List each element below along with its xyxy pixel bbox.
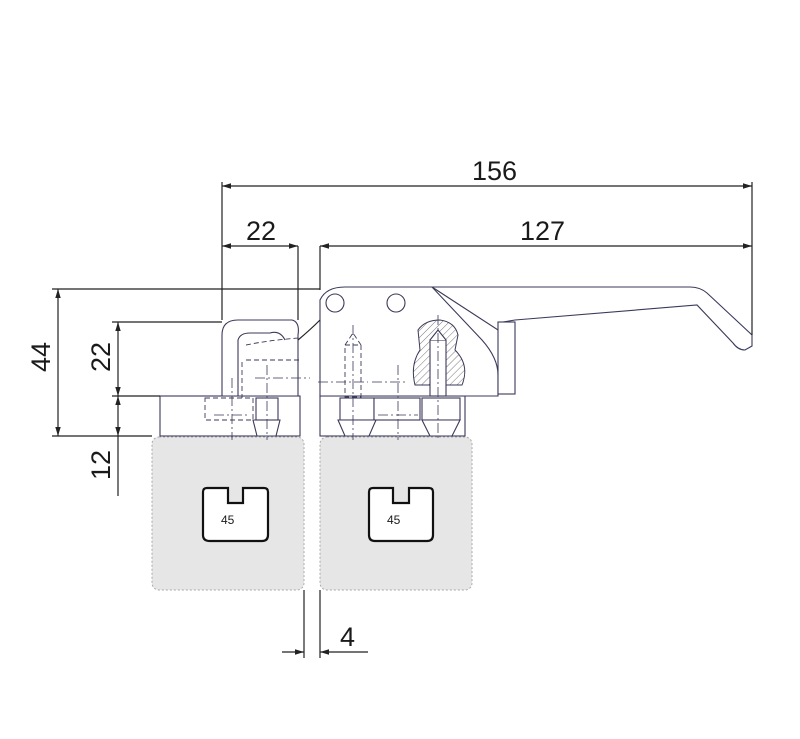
dimension-lever-length: 127 <box>319 216 752 290</box>
dimension-gap-value: 4 <box>340 622 355 652</box>
dimension-clamp-height-value: 22 <box>86 342 116 372</box>
dimension-overall-length-value: 156 <box>472 156 517 186</box>
dimension-total-height-value: 44 <box>26 342 56 372</box>
dimension-overall-length: 156 <box>221 156 753 335</box>
dimension-pivot-offset-value: 22 <box>246 216 276 246</box>
profile-left-label: 45 <box>221 513 235 527</box>
dimension-pivot-offset: 22 <box>222 216 299 320</box>
dimension-profile-height-value: 12 <box>86 450 116 480</box>
latch-base-left <box>159 319 301 440</box>
profile-right: 45 <box>319 436 473 591</box>
profile-left: 45 <box>151 436 305 591</box>
dimension-profile-height: 12 <box>86 396 121 496</box>
dimension-gap: 4 <box>282 590 368 658</box>
profile-right-label: 45 <box>387 513 401 527</box>
dimension-lever-length-value: 127 <box>520 216 565 246</box>
dimension-total-height: 44 <box>26 288 320 437</box>
dimension-clamp-height: 22 <box>86 321 222 397</box>
latch-body-right <box>255 286 753 440</box>
